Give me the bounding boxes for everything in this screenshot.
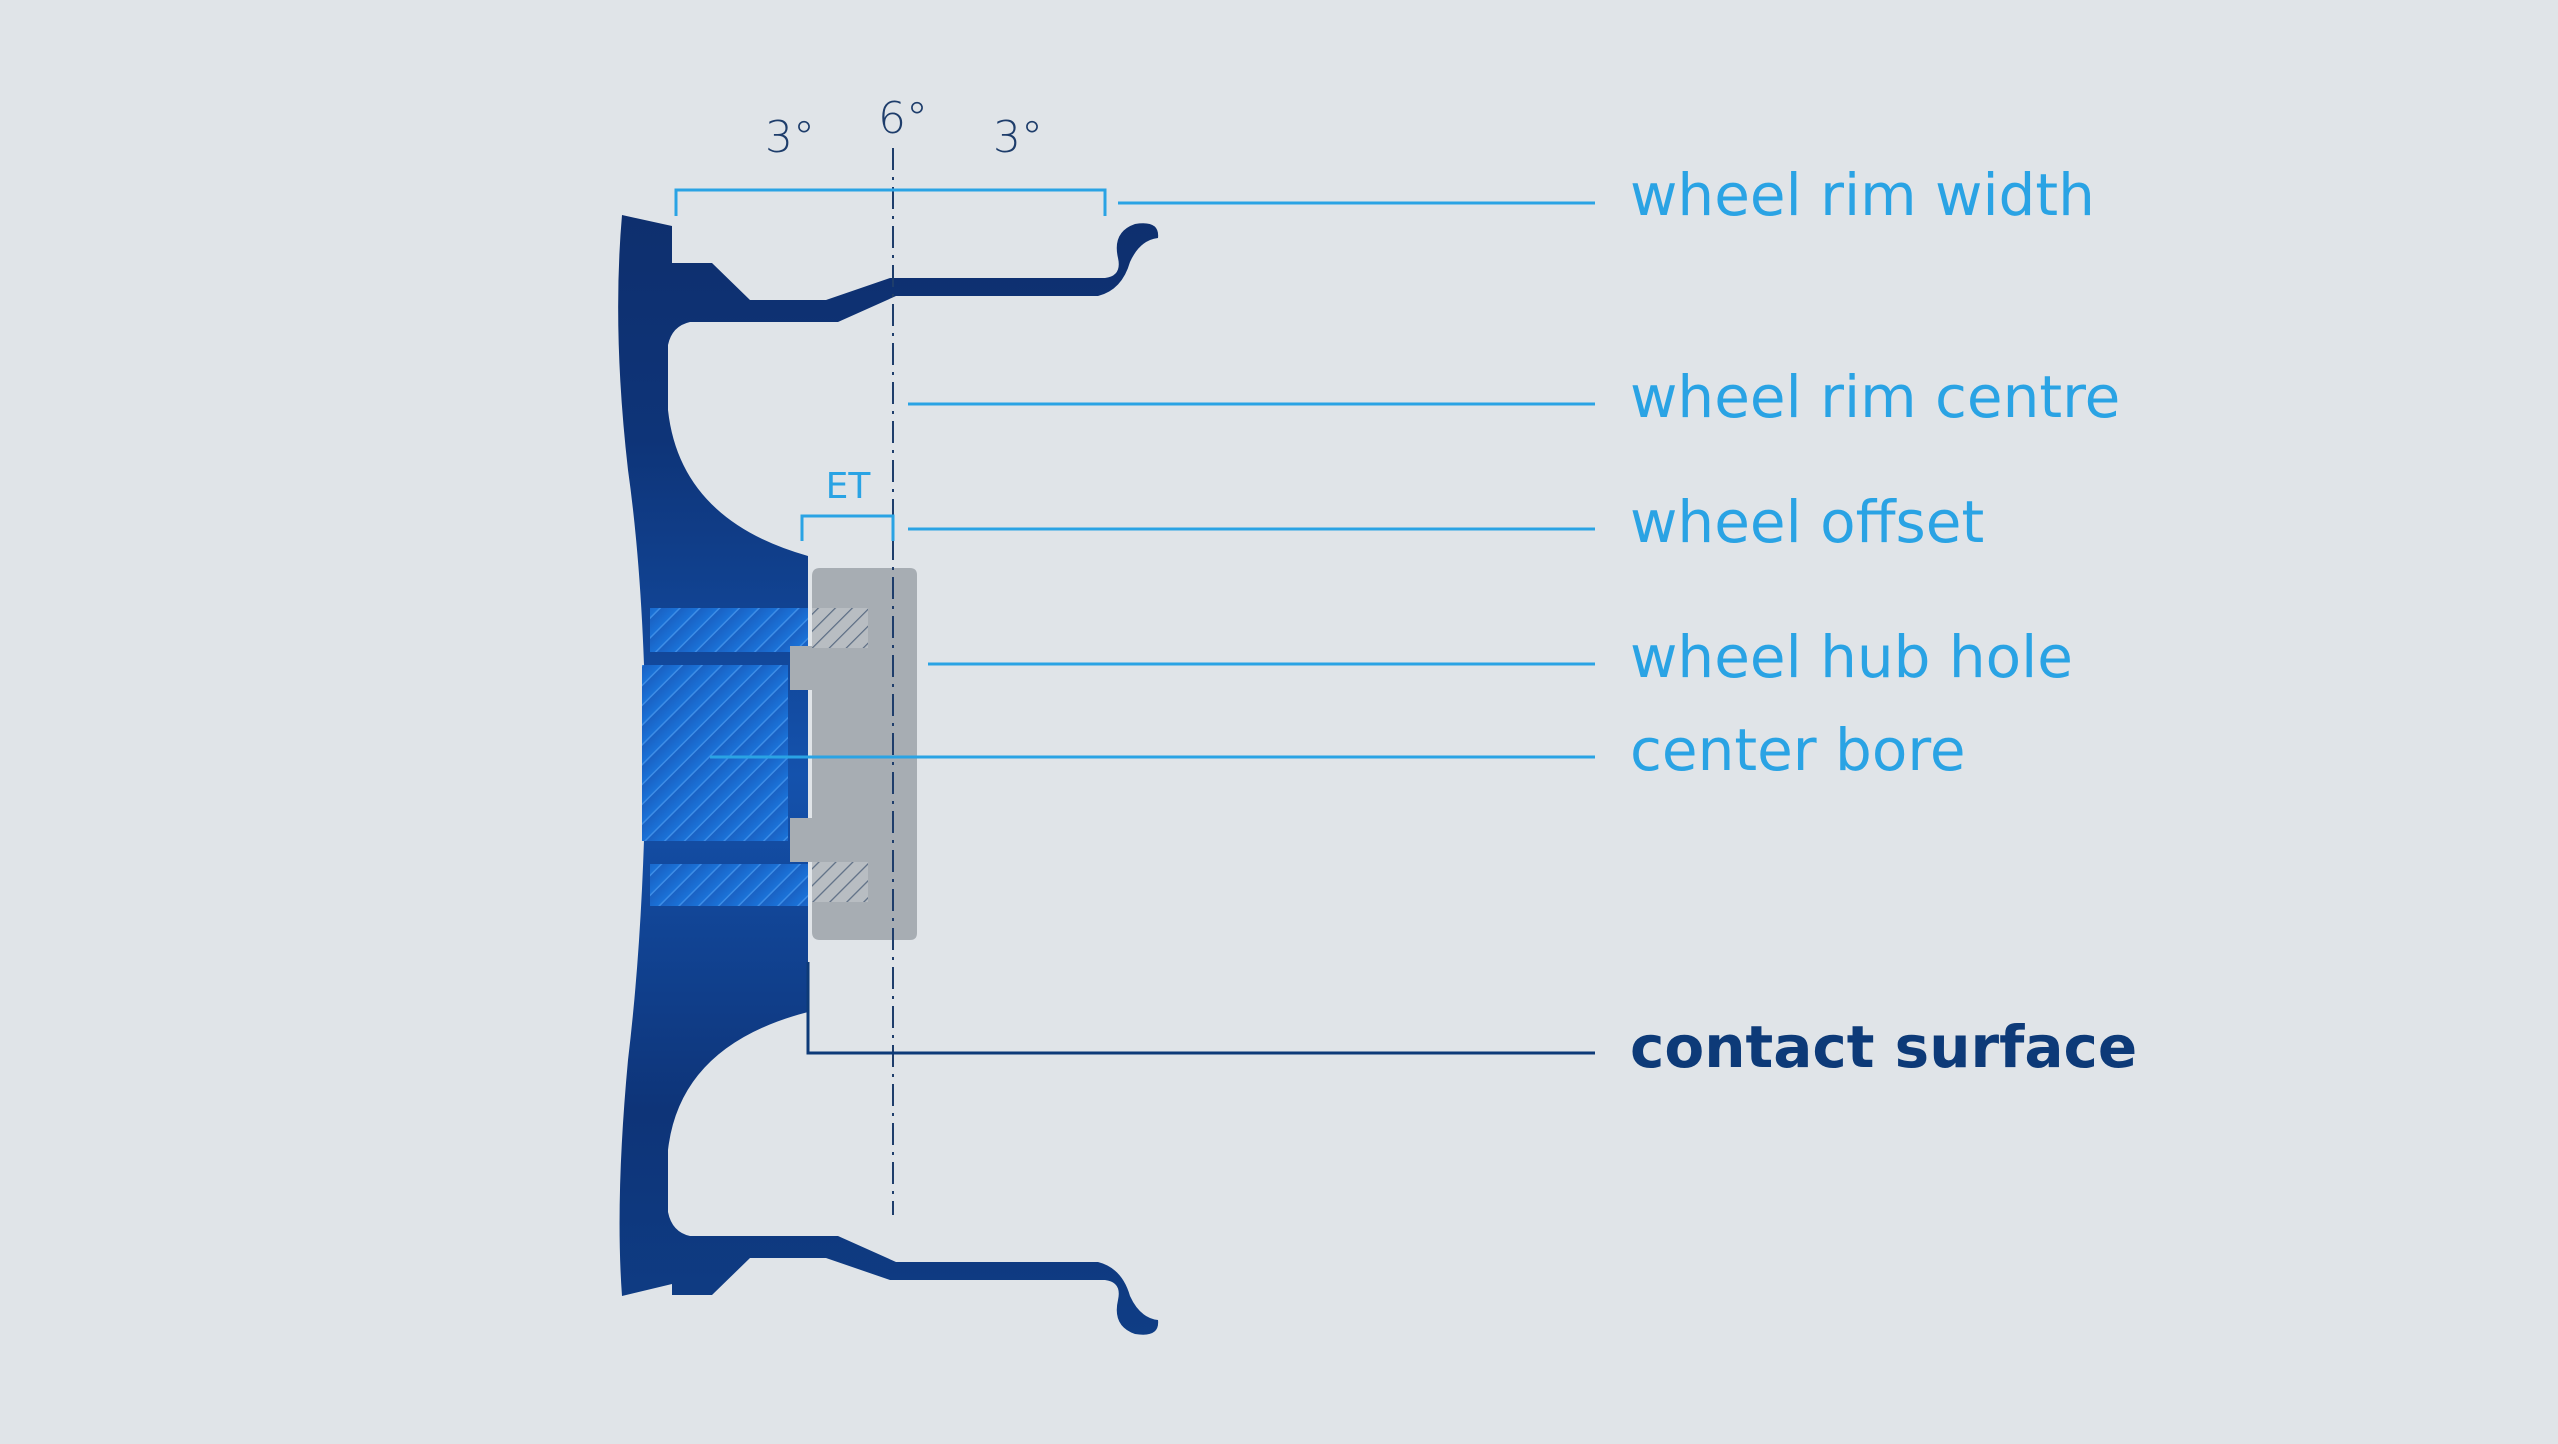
rim-cross-section <box>618 215 1159 1335</box>
lower-stud-hatch <box>812 862 868 902</box>
offset-bracket <box>800 514 895 541</box>
angle-left-label: 3° <box>765 112 815 163</box>
label-hub-hole: wheel hub hole <box>1630 623 2073 691</box>
rim-width-bracket <box>674 188 1107 216</box>
label-center-bore: center bore <box>1630 716 1966 784</box>
upper-stud-hatch <box>812 608 868 648</box>
label-contact-surface: contact surface <box>1630 1013 2137 1081</box>
offset-symbol-label: ET <box>826 466 872 507</box>
label-rim-width: wheel rim width <box>1630 161 2095 229</box>
label-offset: wheel offset <box>1630 488 1984 556</box>
leader-contact-surface <box>806 962 1595 1055</box>
angle-center-label: 6° <box>878 93 928 144</box>
upper-bolt-section <box>650 608 808 652</box>
center-bore-section <box>642 665 788 841</box>
hub-block <box>790 568 917 940</box>
label-rim-centre: wheel rim centre <box>1630 363 2120 431</box>
angle-right-label: 3° <box>993 112 1043 163</box>
lower-bolt-section <box>650 864 808 906</box>
